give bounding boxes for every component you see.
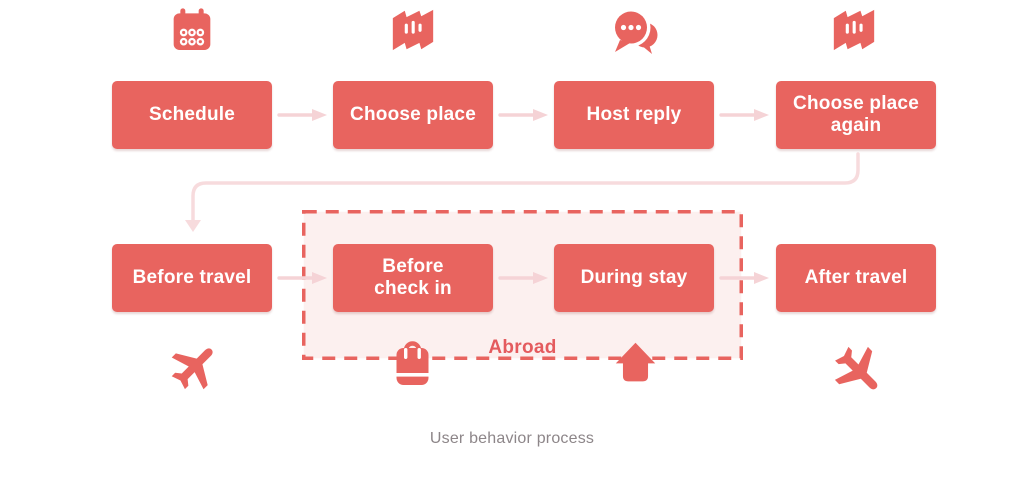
flow-box-choose-place: Choose place xyxy=(333,81,493,149)
flow-box-choose-place-again: Choose place again xyxy=(776,81,936,149)
diagram-caption: User behavior process xyxy=(429,430,595,447)
flow-box-host-reply: Host reply xyxy=(554,81,714,149)
flow-box-before-check-in: Before check in xyxy=(333,244,493,312)
flow-box-during-stay: During stay xyxy=(554,244,714,312)
map-icon xyxy=(391,7,435,53)
arrow-right-icon xyxy=(719,270,770,286)
abroad-label: Abroad xyxy=(488,337,557,358)
flow-box-schedule: Schedule xyxy=(112,81,272,149)
arrow-right-icon xyxy=(498,107,549,123)
arrow-right-icon xyxy=(498,270,549,286)
arrow-right-icon xyxy=(277,270,328,286)
airplane-landing-icon xyxy=(830,342,886,398)
flow-box-before-travel: Before travel xyxy=(112,244,272,312)
airplane-takeoff-icon xyxy=(167,340,221,394)
flow-box-after-travel: After travel xyxy=(776,244,936,312)
calendar-icon xyxy=(172,8,212,52)
backpack-icon xyxy=(396,341,429,385)
chat-icon xyxy=(611,9,661,55)
home-icon xyxy=(614,341,657,384)
arrow-right-icon xyxy=(719,107,770,123)
map-icon xyxy=(832,7,876,53)
arrow-right-icon xyxy=(277,107,328,123)
